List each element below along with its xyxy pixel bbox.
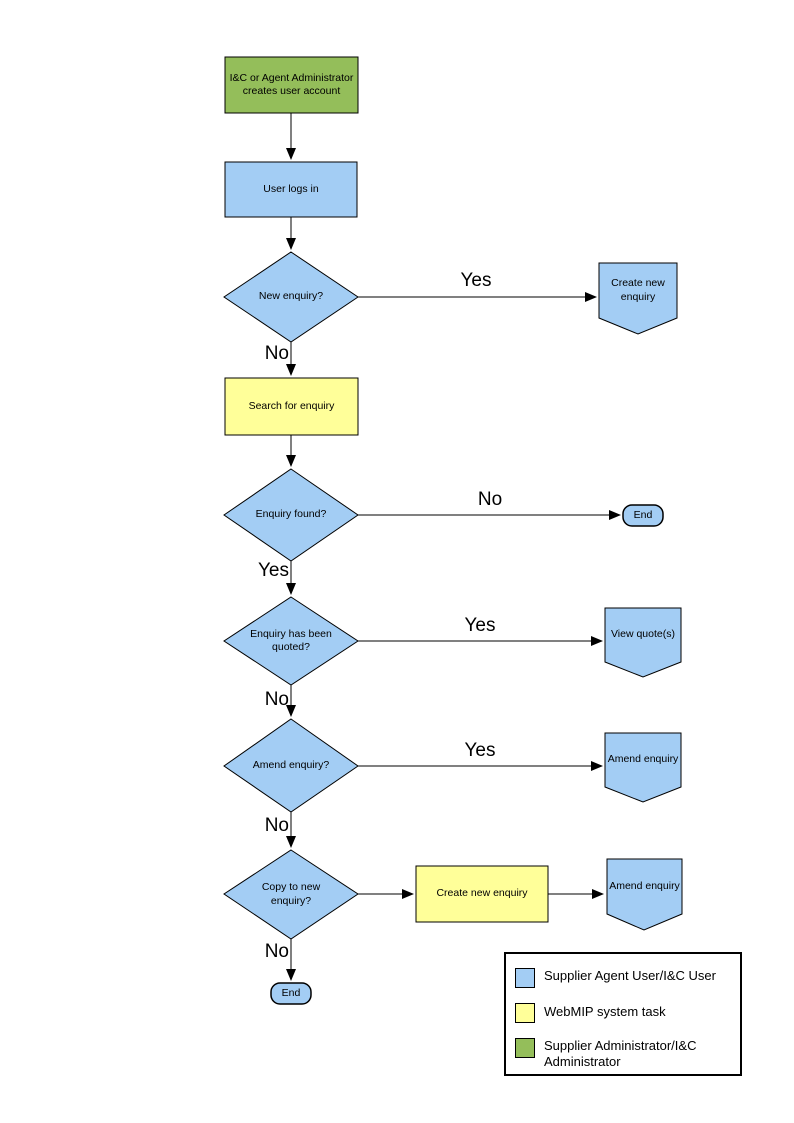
legend-swatch-user-task: [515, 968, 535, 988]
decision-amend-enquiry-shape: [223, 718, 359, 813]
decision-copy-to-new-shape: [223, 849, 359, 940]
offpage-amend-enquiry-1-shape: [604, 732, 682, 803]
decision-enquiry-quoted-shape: [223, 596, 359, 686]
legend-box: Supplier Agent User/I&C User WebMIP syst…: [504, 952, 742, 1076]
process-search-for-enquiry-shape: [224, 377, 359, 436]
legend-label-system-task: WebMIP system task: [544, 1004, 666, 1019]
process-create-new-enquiry-shape: [415, 865, 549, 923]
legend-swatch-admin-task: [515, 1038, 535, 1058]
decision-enquiry-found-shape: [223, 468, 359, 562]
offpage-amend-enquiry-2-shape: [606, 858, 683, 931]
process-user-logs-in-shape: [224, 161, 358, 218]
legend-label-admin-task: Supplier Administrator/I&C Administrator: [544, 1038, 697, 1069]
process-create-account-shape: [224, 56, 359, 114]
terminator-end-1-shape: [622, 504, 664, 527]
offpage-create-new-enquiry-shape: [598, 262, 678, 335]
terminator-end-2-shape: [270, 982, 312, 1005]
connector-lines: [286, 113, 621, 981]
decision-new-enquiry-shape: [223, 251, 359, 343]
legend-label-user-task: Supplier Agent User/I&C User: [544, 968, 716, 983]
legend-swatch-system-task: [515, 1003, 535, 1023]
offpage-view-quotes-shape: [604, 607, 682, 678]
